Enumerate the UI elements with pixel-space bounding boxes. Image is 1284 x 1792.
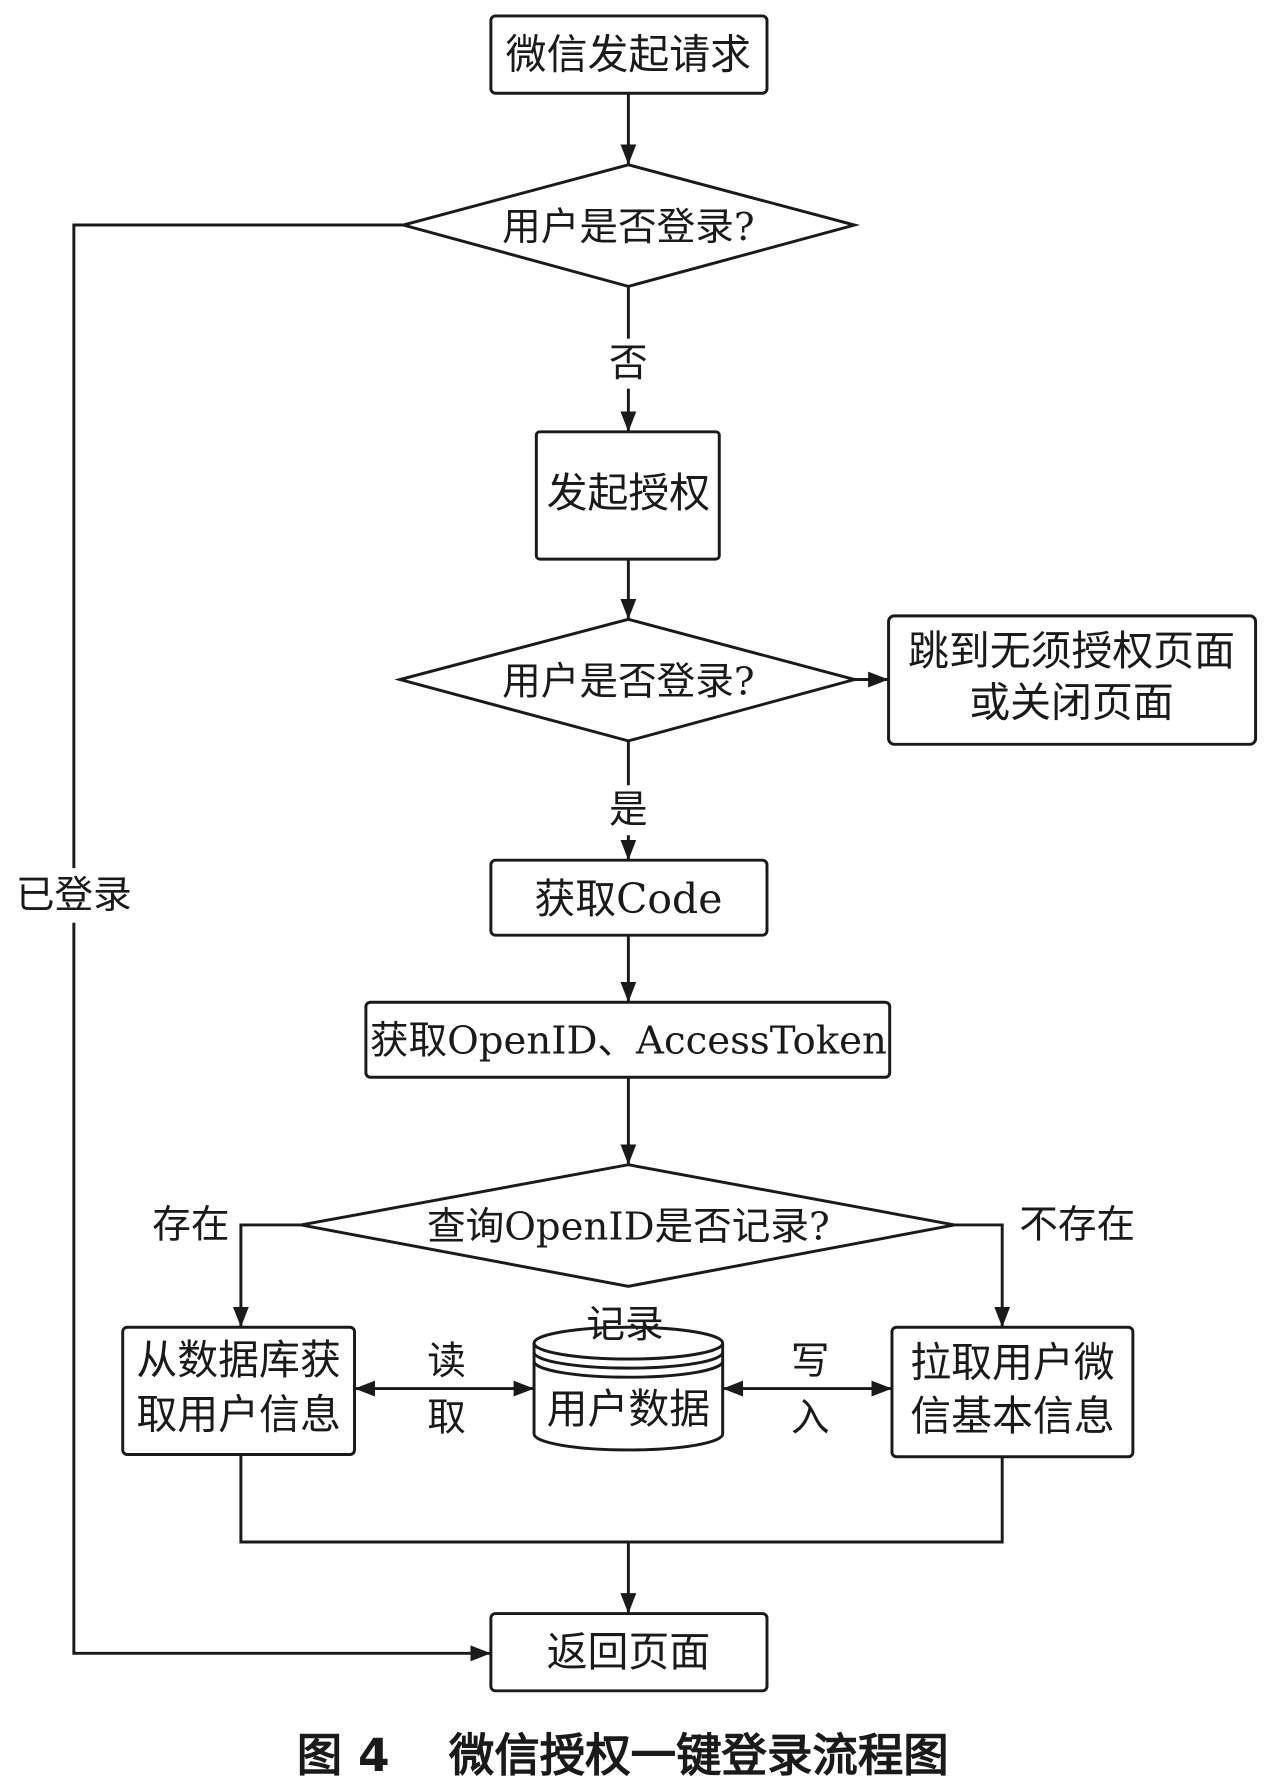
- edge-logged-in-to-return: [72, 223, 491, 1662]
- label-background-yes: [607, 785, 649, 836]
- user-data-record-label: 记录: [586, 1302, 663, 1347]
- edge-label-logged-in: 已登录: [16, 873, 132, 918]
- get-code-box: [489, 858, 769, 937]
- figure-caption-title: 微信授权一键登录流程图: [448, 1729, 949, 1782]
- edge-label-no: 否: [609, 341, 648, 386]
- pull-wechat-label-line-2: 信基本信息: [910, 1392, 1114, 1440]
- node-query-openid: 查询OpenID是否记录?: [300, 1163, 955, 1288]
- node-db-fetch: 从数据库获 取用户信息: [121, 1325, 356, 1456]
- pull-wechat-box: [890, 1325, 1135, 1459]
- start-box: [489, 14, 769, 95]
- start-label: 微信发起请求: [506, 31, 751, 79]
- check-login-1-label: 用户是否登录?: [502, 205, 754, 250]
- node-check-login-1: 用户是否登录?: [397, 163, 861, 288]
- user-data-cylinder-body: [532, 1343, 725, 1452]
- node-pull-wechat: 拉取用户微 信基本信息: [890, 1325, 1135, 1459]
- edge-query-not-exists: [954, 1223, 1011, 1328]
- edge-label-not-exists: 不存在: [1019, 1202, 1135, 1247]
- node-get-openid: 获取OpenID、AccessToken: [364, 1000, 892, 1079]
- skip-page-label-line-2: 或关闭页面: [969, 678, 1173, 726]
- check-login-1-diamond: [397, 163, 861, 288]
- node-get-code: 获取Code: [489, 858, 769, 937]
- user-data-cylinder-top: [532, 1325, 725, 1361]
- edge-label-write-line-1: 写: [791, 1339, 830, 1384]
- check-login-2-label: 用户是否登录?: [502, 659, 754, 704]
- get-code-label: 获取Code: [534, 875, 722, 923]
- edge-label-read-line-1: 读: [427, 1339, 466, 1384]
- node-check-login-2: 用户是否登录?: [394, 617, 861, 743]
- get-openid-box: [364, 1000, 892, 1079]
- query-openid-label: 查询OpenID是否记录?: [427, 1205, 830, 1250]
- label-background-no: [607, 338, 649, 389]
- skip-page-box: [887, 614, 1258, 746]
- return-page-box: [489, 1612, 769, 1693]
- edge-label-read-line-2: 取: [427, 1396, 466, 1441]
- db-fetch-label-line-2: 取用户信息: [136, 1391, 340, 1439]
- start-auth-box: [534, 430, 721, 561]
- node-skip-page: 跳到无须授权页面 或关闭页面: [887, 614, 1258, 746]
- get-openid-label: 获取OpenID、AccessToken: [370, 1018, 887, 1063]
- user-data-label: 用户数据: [547, 1385, 711, 1433]
- node-start: 微信发起请求: [489, 14, 769, 95]
- edge-label-yes: 是: [609, 788, 648, 833]
- node-start-auth: 发起授权: [534, 430, 721, 561]
- node-return-page: 返回页面: [489, 1612, 769, 1693]
- db-fetch-box: [121, 1325, 356, 1456]
- pull-wechat-label-line-1: 拉取用户微: [910, 1338, 1114, 1386]
- edge-label-write-line-2: 入: [791, 1396, 830, 1441]
- return-page-label: 返回页面: [547, 1628, 711, 1676]
- node-user-data: 记录 用户数据: [532, 1302, 725, 1452]
- db-fetch-label-line-1: 从数据库获: [136, 1336, 340, 1384]
- edge-query-exists: [232, 1223, 302, 1328]
- edge-merge: [239, 1454, 1004, 1544]
- query-openid-diamond: [300, 1163, 955, 1288]
- user-data-cylinder-ring-1: [532, 1351, 725, 1370]
- start-auth-label: 发起授权: [547, 469, 711, 517]
- skip-page-label-line-1: 跳到无须授权页面: [908, 627, 1235, 675]
- check-login-2-diamond: [394, 617, 861, 743]
- user-data-cylinder-ring-2: [532, 1360, 725, 1379]
- label-background-logged-in: [9, 868, 139, 923]
- figure-caption-number: 图 4: [297, 1729, 390, 1782]
- edge-label-exists: 存在: [152, 1202, 229, 1247]
